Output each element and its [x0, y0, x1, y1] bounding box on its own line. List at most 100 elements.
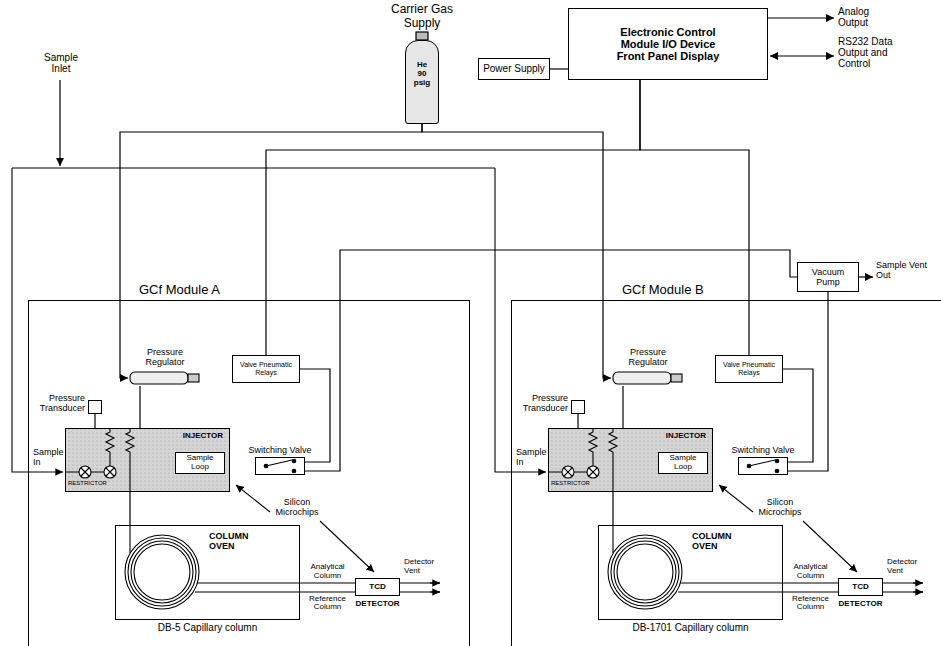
node-label: INJECTOR: [183, 432, 223, 441]
edge-label: Reference Column: [302, 595, 354, 612]
leader-arrow: [236, 485, 270, 512]
node-label: Electronic Control Module I/O Device Fro…: [606, 26, 731, 63]
pipe-line: [783, 582, 838, 583]
pressure-regulator: Pressure Regulator: [611, 370, 685, 386]
callout-label: Detector Vent: [887, 558, 931, 576]
process-box: Sample Loop: [658, 452, 708, 474]
switch-symbol: [264, 459, 296, 473]
vent-line: [400, 583, 440, 592]
callout-label: Detector Vent: [404, 558, 448, 576]
node-label: GCf Module A: [139, 283, 220, 298]
pipe-line: [266, 80, 640, 355]
sample-inlet-line: [12, 167, 495, 168]
column-oven: COLUMN OVENDB-5 Capillary column: [115, 525, 300, 620]
node-label: Valve Pneumatic Relays: [236, 361, 296, 377]
node-label: COLUMN OVEN: [692, 531, 754, 551]
callout-label: Sample In: [516, 447, 550, 467]
column-oven: COLUMN OVENDB-1701 Capillary column: [598, 525, 783, 620]
pipe-line: [305, 250, 797, 471]
node-label: Switching Valve: [249, 445, 312, 455]
cylinder-valve: [416, 32, 428, 40]
switching-valve: Switching Valve: [255, 457, 305, 475]
injector-fill: [65, 428, 230, 492]
vent-arrow: [430, 591, 440, 592]
pipe-line: [577, 414, 578, 428]
edge-label: Analytical Column: [302, 563, 354, 580]
process-box: Valve Pneumatic Relays: [232, 355, 300, 383]
vent-arrow: [430, 582, 440, 583]
module-frame: GCf Module APressure RegulatorValve Pneu…: [28, 300, 470, 646]
callout-label: Sample Vent Out: [876, 260, 936, 280]
module-b-illustration: [495, 168, 923, 609]
valve-symbol: [79, 466, 116, 478]
node-sublabel: DETECTOR: [356, 600, 400, 609]
node-label: Pressure Transducer: [31, 393, 85, 413]
control-module-box: Electronic Control Module I/O Device Fro…: [568, 8, 768, 80]
callout-label: Analog Output: [838, 6, 898, 28]
pipe-line: [422, 124, 611, 378]
pipe-line: [300, 591, 355, 592]
detector-chip: TCDDETECTOR: [838, 578, 883, 596]
node-sublabel: DB-5 Capillary column: [116, 622, 299, 633]
node-label: Pressure Regulator: [133, 347, 197, 367]
pipe-line: [139, 386, 140, 428]
sample-in-line: [12, 168, 63, 472]
node-label: Valve Pneumatic Relays: [719, 361, 779, 377]
process-box: Valve Pneumatic Relays: [715, 355, 783, 383]
pipe-line: [622, 386, 623, 428]
node-label: Pressure Regulator: [616, 347, 680, 367]
node-label: Sample Loop: [662, 454, 704, 472]
callout-label: RESTRICTOR: [551, 480, 591, 487]
node-label: Vacuum Pump: [801, 267, 855, 287]
regulator-knob: [188, 374, 199, 382]
node-sublabel: He 90 psig: [413, 61, 431, 88]
pipe-line: [612, 492, 613, 525]
node-label: COLUMN OVEN: [209, 531, 271, 551]
process-box: Vacuum Pump: [797, 262, 859, 292]
callout-label: Sample In: [33, 447, 67, 467]
process-box: Power Supply: [478, 58, 550, 80]
callout-label: Silicon Microchips: [262, 497, 332, 517]
node-sublabel: DB-1701 Capillary column: [599, 622, 782, 633]
pipe-line: [788, 292, 828, 471]
switching-valve: Switching Valve: [738, 457, 788, 475]
module-frame: GCf Module BPressure RegulatorValve Pneu…: [511, 300, 941, 646]
node-label: Carrier Gas Supply: [372, 3, 472, 30]
edge-label: Reference Column: [785, 595, 837, 612]
node-label: Pressure Transducer: [514, 393, 568, 413]
process-box: Sample Loop: [175, 452, 225, 474]
callout-label: Silicon Microchips: [745, 497, 815, 517]
sample-inlet-arrow: [59, 80, 60, 166]
gas-cylinder: Carrier Gas SupplyHe 90 psig: [405, 40, 439, 124]
restrictor-symbol: [126, 428, 134, 492]
edge-label: Analytical Column: [785, 563, 837, 580]
pipe-line: [120, 124, 422, 378]
node-label: GCf Module B: [622, 283, 704, 298]
pipe-line: [300, 582, 355, 583]
pipe-line: [550, 68, 568, 69]
node-label: TCD: [369, 583, 385, 592]
callout-label: RS232 Data Output and Control: [838, 36, 910, 70]
detector-chip: TCDDETECTOR: [355, 578, 400, 596]
vent-arrow: [859, 276, 873, 277]
rs232-arrow: [770, 55, 834, 56]
node-label: TCD: [852, 583, 868, 592]
node-sublabel: DETECTOR: [839, 600, 883, 609]
analog-output-arrow: [768, 17, 834, 18]
pressure-transducer: Pressure Transducer: [88, 400, 102, 414]
pressure-regulator: Pressure Regulator: [128, 370, 202, 386]
callout-label: RESTRICTOR: [68, 480, 108, 487]
pipe-line: [94, 414, 95, 428]
pipe-line: [129, 492, 130, 525]
node-label: Sample Loop: [179, 454, 221, 472]
restrictor-symbol: [106, 428, 114, 466]
capillary-coil: [125, 525, 300, 609]
callout-label: Sample Inlet: [38, 52, 84, 74]
node-label: Power Supply: [483, 63, 545, 74]
regulator-body: [130, 372, 188, 384]
node-label: Switching Valve: [732, 445, 795, 455]
node-label: INJECTOR: [666, 432, 706, 441]
pipe-line: [783, 591, 838, 592]
